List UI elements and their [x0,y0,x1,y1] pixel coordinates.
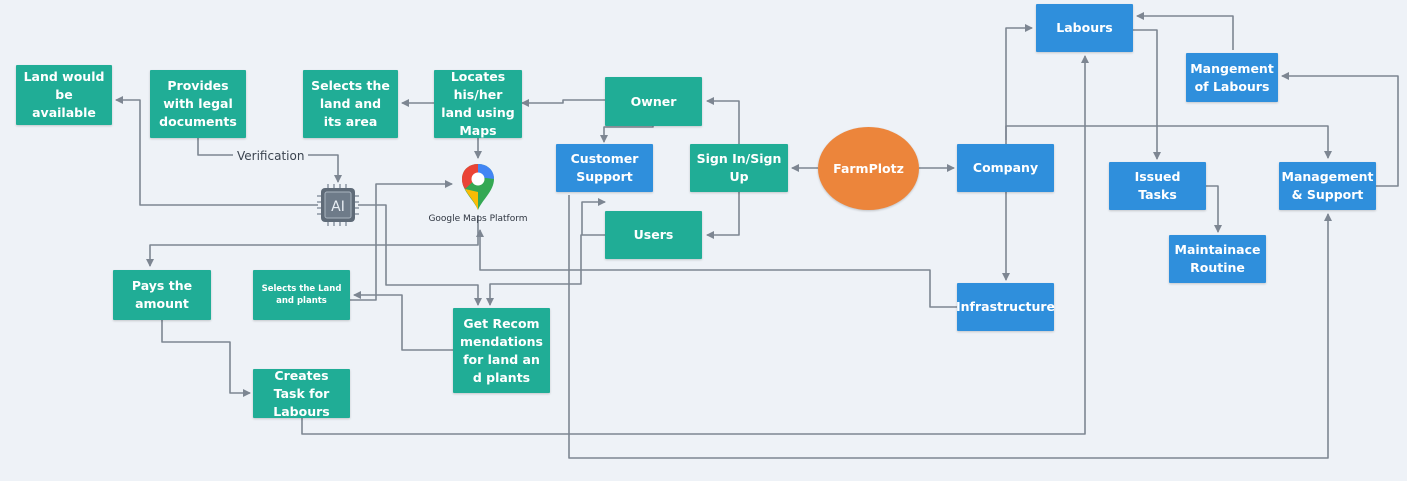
node-label: Get Recommendations for land and plants [460,315,543,385]
node-management-labours[interactable]: Mangement of Labours [1186,53,1278,102]
edge-support-management [568,195,1332,459]
edge-ai-landavailable [115,96,318,206]
ai-chip-icon: AI [317,184,359,226]
node-label: Mangement of Labours [1190,60,1274,94]
edge-infra-gmaps [476,229,957,308]
edge-creates-labours [301,55,1089,435]
node-farmplotz[interactable]: FarmPlotz [818,127,919,210]
node-label: Selects the Land and plants [261,284,342,306]
edge-signin-owner [706,97,740,144]
node-label: Labours [1056,20,1113,35]
edge-label-verification: Verification [233,148,309,164]
node-label: Issued Tasks [1134,169,1181,202]
edge-selects-gmaps [350,180,453,301]
node-labours[interactable]: Labours [1036,4,1133,52]
node-selects-land-area[interactable]: Selects the land and its area [303,70,398,138]
edge-signin-users [706,192,740,239]
node-maintenance-routine[interactable]: Maintainace Routine [1169,235,1266,283]
node-label: Sign In/Sign Up [696,151,782,184]
edge-owner-support [600,126,654,143]
node-owner[interactable]: Owner [605,77,702,126]
node-issued-tasks[interactable]: Issued Tasks [1109,162,1206,210]
node-customer-support[interactable]: Customer Support [556,144,653,192]
google-maps-label: Google Maps Platform [428,214,528,224]
node-selects-land-plants[interactable]: Selects the Land and plants [253,270,350,320]
node-infrastructure[interactable]: Infrastructure [956,283,1055,331]
node-label: Land would be available [23,69,105,120]
node-label: Creates Task for Labours [273,367,330,419]
node-label: FarmPlotz [833,161,904,176]
node-label: Company [972,160,1039,175]
node-label: Maintainace Routine [1174,242,1261,275]
edge-recommend-selects [353,291,453,351]
node-company[interactable]: Company [957,144,1054,192]
edge-mgmtlabours-labours [1136,12,1234,50]
edge-owner-locates [521,99,605,107]
node-management-support[interactable]: Management & Support [1279,162,1376,210]
edge-company-labours [1005,24,1033,144]
edge-users-gmaps [581,198,606,235]
node-creates-task[interactable]: Creates Task for Labours [253,367,350,419]
node-pays-amount[interactable]: Pays the amount [113,270,211,320]
node-label: Users [633,227,674,242]
edge-users-recommend [486,234,605,306]
node-locates-land-maps[interactable]: Locates his/her land using Maps [434,69,522,138]
node-label: Management & Support [1281,169,1374,202]
edge-company-management [1005,125,1332,159]
node-label: Customer Support [570,151,639,184]
node-label: Provides with legal documents [159,78,237,129]
node-users[interactable]: Users [605,211,702,259]
edge-mgmtsupport-mgmtlabours [1281,72,1399,187]
node-land-available[interactable]: Land would be available [16,65,112,125]
node-label: Infrastructure [956,299,1055,314]
node-label: Locates his/her land using Maps [441,69,515,138]
node-label: Pays the amount [131,278,193,311]
edge-issued-maintenance [1206,185,1222,233]
edge-labours-issued [1133,29,1161,160]
node-legal-documents[interactable]: Provides with legal documents [150,70,246,138]
node-label: Owner [630,93,677,109]
node-sign-in-up[interactable]: Sign In/Sign Up [690,144,788,192]
google-maps-pin-icon [462,164,494,210]
edge-pays-creates [161,320,251,397]
ai-chip-text: AI [331,199,345,215]
node-get-recommendations[interactable]: Get Recommendations for land and plants [453,308,550,393]
node-label: Selects the land and its area [311,78,390,129]
